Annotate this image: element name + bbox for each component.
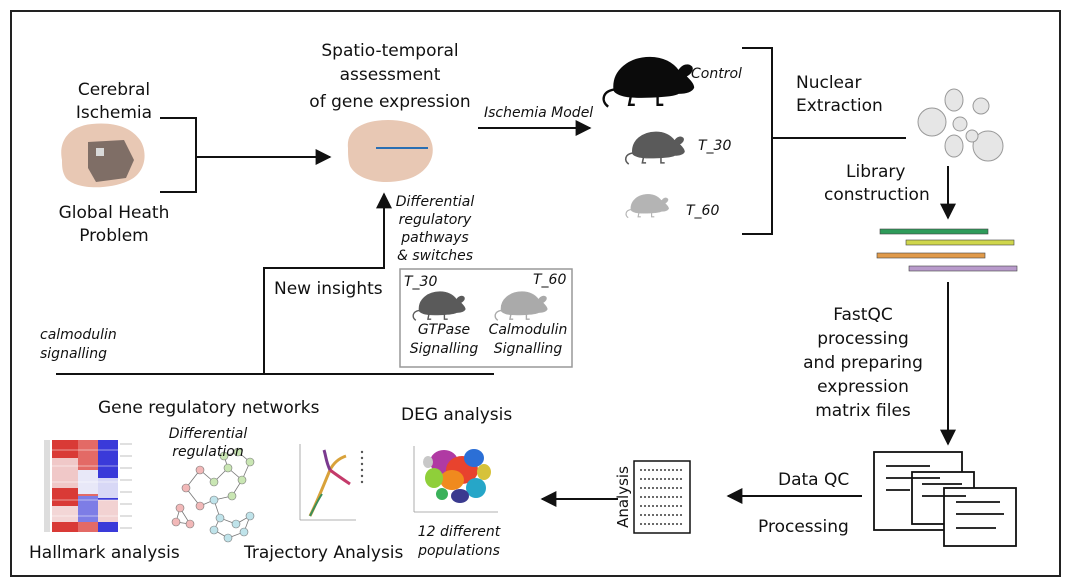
label-control: Control [691, 66, 742, 82]
label-construction: construction [824, 185, 930, 205]
mouse-t60-icon [625, 193, 670, 219]
mouse-control-icon [602, 56, 695, 108]
diagram-frame [10, 10, 1061, 577]
box-label-t60: T_60 [533, 272, 567, 288]
label-extraction: Extraction [796, 96, 883, 116]
label-nuclear: Nuclear [796, 73, 862, 93]
label-gtpase-signalling: Signalling [409, 341, 479, 357]
label-of-gene-expression: of gene expression [309, 92, 471, 112]
label-differential-regulation-2: regulation [172, 444, 244, 460]
label-new-insights: New insights [274, 279, 383, 299]
label-expression: expression [817, 377, 909, 397]
label-t30: T_30 [698, 138, 732, 154]
label-ischemia: Ischemia [75, 103, 153, 123]
heatmap-thumbnail [44, 440, 132, 532]
label-calmodulin: calmodulin [40, 327, 117, 343]
label-fastqc: FastQC [833, 305, 893, 325]
matrix-documents-icon [873, 451, 1017, 547]
label-differential-regulation-1: Differential [168, 426, 248, 442]
brain-ischemia-icon [61, 123, 145, 188]
regulatory-network-thumbnail [171, 447, 255, 543]
label-populations: populations [418, 543, 500, 559]
label-analysis-rotated: Analysis [614, 466, 632, 528]
label-switches: & switches [397, 248, 473, 264]
insights-connector [56, 195, 494, 375]
label-signalling-left: signalling [40, 346, 107, 362]
label-trajectory-analysis: Trajectory Analysis [244, 543, 404, 563]
label-gene-regulatory-networks: Gene regulatory networks [98, 398, 320, 418]
label-and-preparing: and preparing [803, 353, 923, 373]
bracket-connector-left [160, 117, 330, 193]
label-spatio-temporal: Spatio-temporal [321, 41, 459, 61]
label-matrix-files: matrix files [815, 401, 911, 421]
label-12-different: 12 different [417, 524, 501, 540]
label-library: Library [846, 162, 906, 182]
brain-assessment-icon [347, 120, 433, 183]
label-calmodulin-signalling: Signalling [493, 341, 563, 357]
label-t60: T_60 [686, 203, 720, 219]
box-label-t30: T_30 [404, 274, 438, 290]
label-hallmark-analysis: Hallmark analysis [29, 543, 180, 563]
bracket-connector-right [742, 47, 906, 235]
label-gtpase: GTPase [417, 322, 471, 338]
label-problem: Problem [79, 226, 149, 246]
label-differential: Differential [395, 194, 475, 210]
label-cerebral: Cerebral [77, 80, 151, 100]
label-calmodulin-box: Calmodulin [488, 322, 568, 338]
label-ischemia-model: Ischemia Model [484, 105, 594, 121]
nuclei-icon [917, 88, 1004, 162]
label-assessment: assessment [339, 65, 441, 85]
label-pathways: pathways [401, 230, 469, 246]
label-processing-fastqc: processing [817, 329, 909, 349]
label-deg-analysis: DEG analysis [401, 405, 513, 425]
label-global-heath: Global Heath [58, 203, 170, 223]
trajectory-thumbnail [299, 444, 364, 521]
label-data-qc: Data QC [778, 470, 850, 490]
library-bars [876, 228, 1018, 272]
label-processing: Processing [758, 517, 849, 537]
analysis-sheet-icon [633, 460, 691, 534]
label-regulatory: regulatory [398, 212, 472, 228]
deg-umap-thumbnail [413, 446, 498, 513]
mouse-t30-icon [624, 131, 686, 165]
